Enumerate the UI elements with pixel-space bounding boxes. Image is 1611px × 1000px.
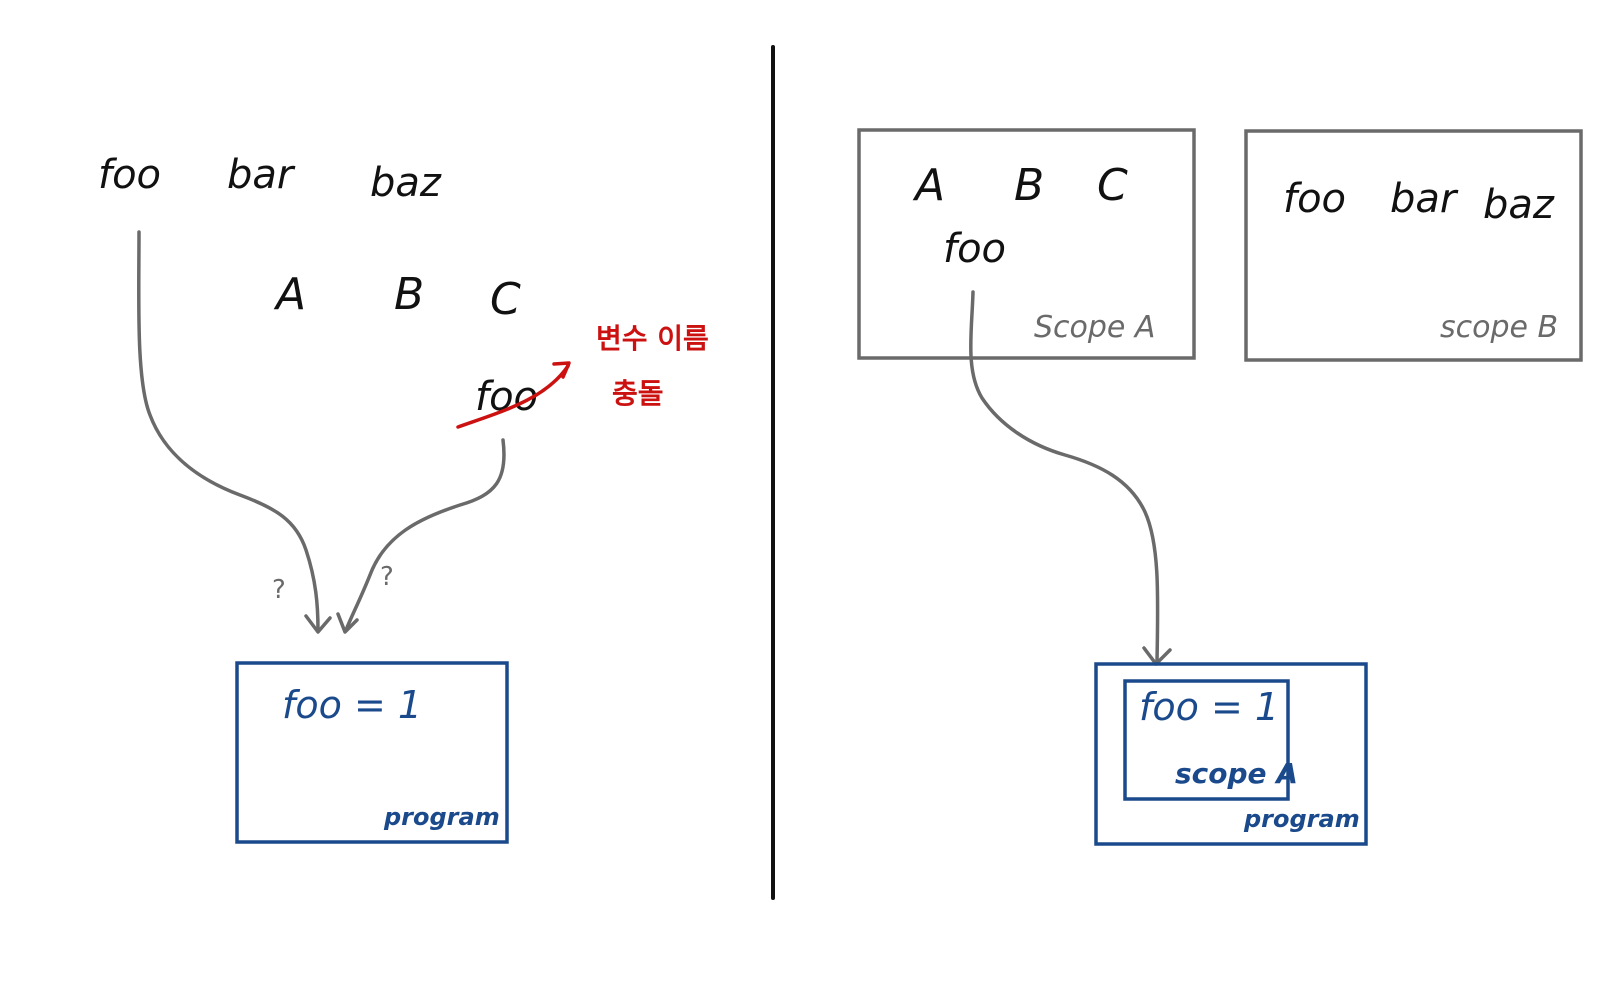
inner-scope-a-assignment: foo = 1 [1139, 685, 1279, 729]
conflict-note-line1: 변수 이름 [596, 322, 709, 355]
scope-b-word-foo: foo [1283, 176, 1346, 222]
scope-b-word-baz: baz [1483, 182, 1555, 228]
left-panel: foo bar baz A B C foo 변수 이름 충돌 ? ? foo =… [98, 152, 709, 844]
left-letter-c: C [490, 274, 521, 325]
arrow-crossed-foo-to-program [344, 438, 506, 632]
scope-b-word-bar: bar [1390, 176, 1459, 222]
right-program-label: program [1243, 805, 1360, 833]
right-program-box [1094, 662, 1368, 846]
strike-arrow-head [552, 361, 571, 379]
arrow-crossed-foo-to-program-head [336, 612, 359, 634]
left-program-label: program [383, 803, 500, 831]
strike-arrow [456, 364, 570, 429]
left-letter-a: A [273, 269, 306, 320]
arrow-foo-to-program [136, 230, 320, 632]
scope-a-box [857, 128, 1196, 360]
left-letter-b: B [394, 269, 424, 320]
left-program-box [235, 661, 509, 844]
left-program-assignment: foo = 1 [282, 683, 422, 727]
scope-b-label: scope B [1440, 310, 1558, 345]
inner-scope-a-label: scope A [1175, 757, 1298, 790]
left-word-bar: bar [227, 152, 296, 198]
left-word-baz: baz [370, 160, 442, 206]
conflict-note-line2: 충돌 [612, 377, 664, 410]
scope-a-letter-c: C [1097, 160, 1128, 211]
scope-b-box [1244, 129, 1583, 362]
left-crossed-foo: foo [475, 374, 538, 420]
arrow-scope-a-foo-to-inner-scope [968, 290, 1160, 664]
arrow-foo-to-program-head [304, 614, 332, 634]
inner-scope-a-box [1123, 679, 1290, 801]
scope-a-letter-b: B [1014, 160, 1044, 211]
right-panel: A B C foo Scope A foo bar baz scope B fo… [857, 128, 1583, 846]
question-mark-right: ? [380, 562, 394, 592]
scope-a-label: Scope A [1034, 310, 1155, 345]
scope-a-foo: foo [943, 226, 1006, 272]
left-word-foo: foo [98, 152, 161, 198]
scope-a-letter-a: A [912, 160, 945, 211]
question-mark-left: ? [272, 575, 286, 605]
